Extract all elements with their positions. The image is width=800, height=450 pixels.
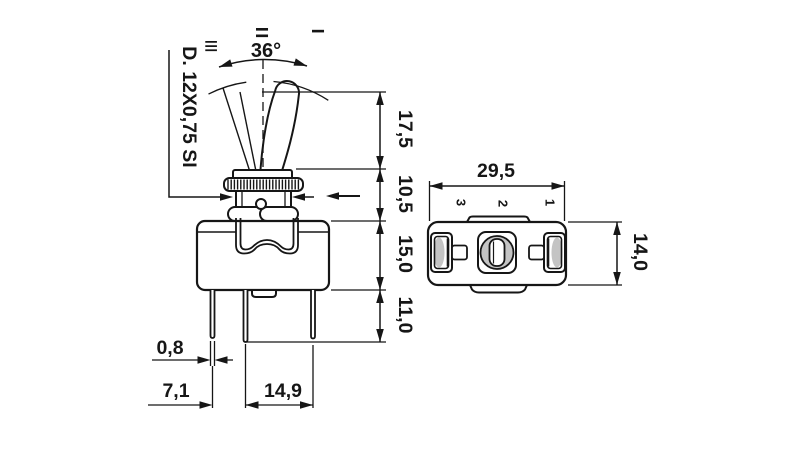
body-bottom-boss: [251, 289, 277, 298]
neck-arrow-right: [292, 193, 305, 201]
mounting-clip-outer: [235, 218, 299, 255]
terminal-pin-center: [242, 290, 249, 343]
bottom-view-top-boss: [466, 215, 531, 223]
dim-15-0: 15,0: [394, 235, 416, 273]
thread-spec-label: D. 12X0,75 SI: [178, 46, 200, 167]
terminal-1-blade: [528, 232, 566, 273]
dim-0-8: 0,8: [156, 337, 183, 359]
terminal-label-3: 3: [454, 199, 469, 206]
terminal-label-2: 2: [496, 200, 511, 207]
terminal-label-1: 1: [543, 199, 558, 206]
front-view: ≡ = − 36°: [148, 18, 416, 409]
thread-leader-arrow: [220, 193, 233, 201]
dim-10-5: 10,5: [394, 175, 416, 213]
angle-arrow-right: [293, 58, 307, 66]
angle-arrow-left: [219, 59, 233, 67]
dim-11-0: 11,0: [394, 297, 416, 334]
knurl-hatching: [227, 179, 300, 190]
seal-washer-right: [259, 206, 299, 222]
dim-14-9: 14,9: [264, 380, 302, 402]
height-dimension: [568, 221, 622, 286]
position-symbol-right: −: [311, 18, 325, 45]
terminal-3-blade: [430, 232, 468, 273]
bottom-view: 3 2 1 29,5 14,0: [426, 160, 651, 294]
width-dimension: [428, 181, 566, 221]
terminal-pin-left: [209, 290, 216, 339]
bottom-view-bottom-boss: [469, 284, 528, 294]
position-symbol-center: =: [255, 20, 269, 47]
dim-17-5: 17,5: [394, 110, 416, 148]
dim-7-1: 7,1: [162, 380, 189, 402]
height-dimension-arrows-right: [613, 222, 621, 285]
lever-pivot-ball: [255, 198, 267, 210]
dim-14-0: 14,0: [629, 233, 651, 271]
dim-29-5: 29,5: [477, 160, 515, 182]
terminal-2-center: [477, 231, 517, 274]
swing-arc-left: [208, 81, 247, 95]
thread-leader-line: [168, 50, 221, 198]
direction-arrow-head: [326, 192, 339, 200]
swing-arc-right: [273, 80, 329, 101]
terminal-pin-right: [310, 290, 316, 340]
mounting-clip-inner: [239, 218, 295, 251]
angle-dimension-label: 36°: [251, 40, 281, 62]
width-dimension-arrows: [429, 182, 565, 190]
height-dimension-arrows: [376, 92, 384, 342]
pin-dimension-arrows: [197, 356, 313, 409]
position-symbol-left: ≡: [204, 33, 218, 60]
